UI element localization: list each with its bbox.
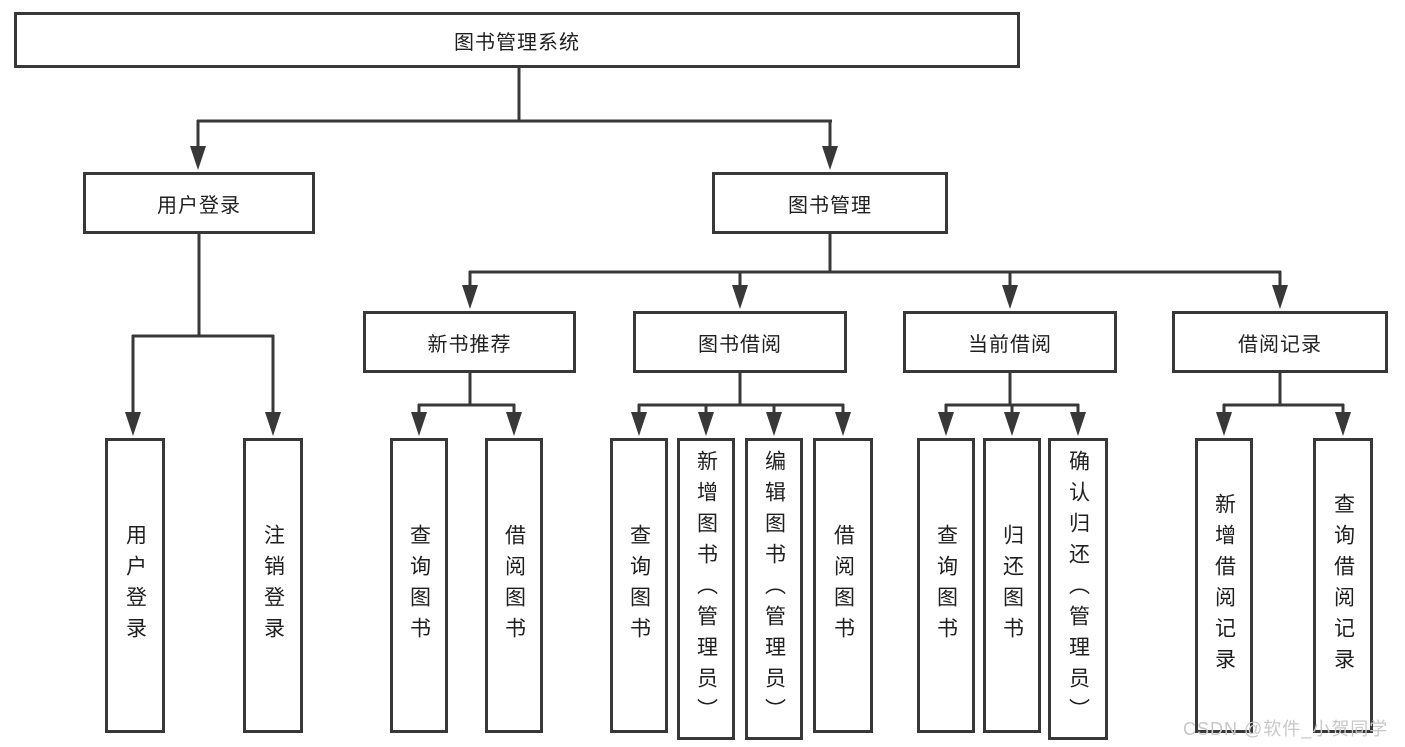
node-root: 图书管理系统 [14, 12, 1020, 68]
node-new-book-recommend: 新书推荐 [363, 311, 576, 373]
node-borrow-lend-books: 借阅图书 [813, 438, 873, 733]
arrowheads [125, 146, 1351, 436]
node-current-query-books: 查询图书 [917, 438, 975, 733]
csdn-watermark: CSDN @软件_小贺同学 [1183, 719, 1389, 739]
node-add-books-admin: 新增图书（管理员） [677, 438, 735, 740]
node-rec-borrow-books: 借阅图书 [485, 438, 543, 733]
node-book-borrowing: 图书借阅 [633, 311, 847, 373]
node-user-login-branch: 用户登录 [83, 172, 315, 234]
node-book-management-branch: 图书管理 [712, 172, 948, 234]
node-rec-query-books: 查询图书 [390, 438, 448, 733]
node-return-books: 归还图书 [983, 438, 1041, 733]
node-borrowing-records: 借阅记录 [1172, 311, 1388, 373]
node-borrow-query-books: 查询图书 [610, 438, 668, 733]
node-user-login: 用户登录 [105, 438, 165, 733]
node-confirm-return-admin: 确认归还（管理员） [1048, 438, 1108, 740]
node-logout: 注销登录 [243, 438, 303, 733]
node-query-borrow-record: 查询借阅记录 [1313, 438, 1373, 733]
node-current-borrowing: 当前借阅 [903, 311, 1117, 373]
node-add-borrow-record: 新增借阅记录 [1195, 438, 1253, 733]
node-edit-books-admin: 编辑图书（管理员） [745, 438, 803, 740]
